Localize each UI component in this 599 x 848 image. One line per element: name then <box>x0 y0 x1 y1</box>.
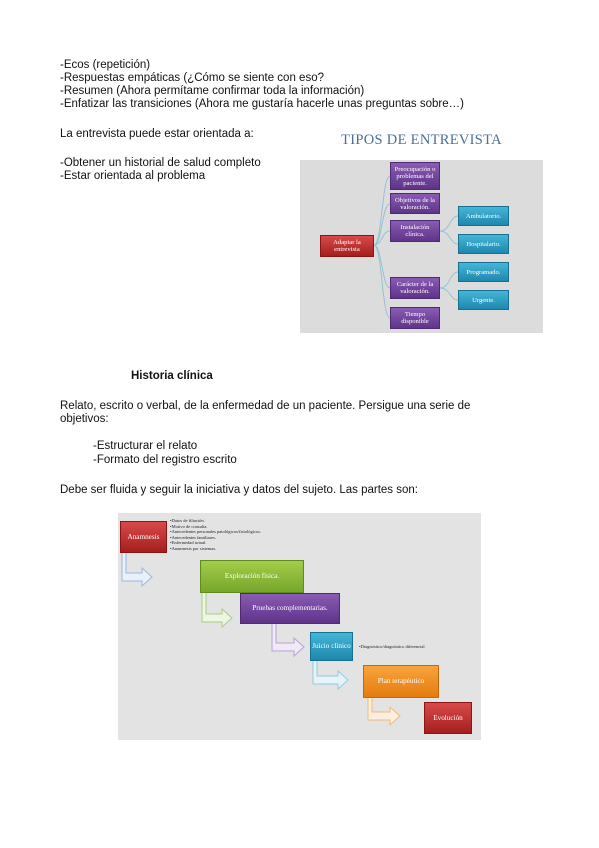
leaf-ambulatorio: Ambulatorio. <box>458 206 509 226</box>
orientation-intro: La entrevista puede estar orientada a: <box>60 128 254 140</box>
step-plan-terapeutico: Plan terapéutico <box>363 665 439 698</box>
anamnesis-note-5: •Enfermedad actual. <box>170 540 207 545</box>
anamnesis-note-2: •Motivo de consulta. <box>170 523 208 529</box>
branch-preocupacion: Preocupación o problemas del paciente. <box>390 162 440 190</box>
leaf-programado: Programado. <box>458 262 509 282</box>
intro-item-ecos: -Ecos (repetición) <box>60 59 151 71</box>
step-arrows <box>121 551 401 727</box>
anamnesis-note-6: •Anamnesis por sistemas. <box>170 545 217 551</box>
intro-item-empaticas: -Respuestas empáticas (¿Cómo se siente c… <box>60 72 324 84</box>
interview-types-diagram: TIPOS DE ENTREVISTA Adaptar la entrevist… <box>300 124 543 333</box>
branch-objetivos: Objetivos de la valoración. <box>390 193 440 214</box>
objective-estructurar: -Estructurar el relato <box>93 440 198 452</box>
root-box: Adaptar la entrevista <box>320 235 374 257</box>
section-heading-historia-clinica: Historia clínica <box>131 370 213 382</box>
orientation-item-problema: -Estar orientada al problema <box>60 170 206 182</box>
anamnesis-note-1: •Datos de filiación. <box>170 518 205 523</box>
intro-item-resumen: -Resumen (Ahora permítame confirmar toda… <box>60 85 365 97</box>
juicio-note: •Diagnóstico/diagnóstico diferencial <box>359 644 425 649</box>
branch-tiempo: Tiempo disponible <box>390 307 440 329</box>
leaf-urgente: Urgente. <box>458 290 509 310</box>
parts-intro: Debe ser fluida y seguir la iniciativa y… <box>60 484 418 496</box>
step-juicio-clinico: Juicio clínico <box>310 632 353 661</box>
historia-paragraph-line2: objetivos: <box>60 413 109 425</box>
step-anamnesis: Anamnesis <box>120 521 167 553</box>
clinical-history-parts-diagram: Anamnesis •Datos de filiación. •Motivo d… <box>118 513 481 740</box>
intro-item-transiciones: -Enfatizar las transiciones (Ahora me gu… <box>60 98 464 110</box>
branch-caracter: Carácter de la valoración. <box>390 277 440 299</box>
diagram-connectors <box>373 175 459 319</box>
step-exploracion-fisica: Exploración física. <box>200 560 304 593</box>
step-pruebas-complementarias: Pruebas complementarias. <box>240 593 340 624</box>
step-evolucion: Evolución <box>424 702 472 734</box>
anamnesis-note-3: •Antecedentes personales patológicos/fis… <box>170 529 262 534</box>
diagram-title: TIPOS DE ENTREVISTA <box>341 132 502 148</box>
historia-paragraph-line1: Relato, escrito o verbal, de la enfermed… <box>60 400 471 412</box>
objective-formato: -Formato del registro escrito <box>93 454 237 466</box>
orientation-item-historial: -Obtener un historial de salud completo <box>60 157 261 169</box>
anamnesis-note-4: •Antecedentes familiares. <box>170 534 217 540</box>
leaf-hospitalario: Hospitalario. <box>458 234 509 254</box>
branch-instalacion: Instalación clínica. <box>390 220 440 242</box>
